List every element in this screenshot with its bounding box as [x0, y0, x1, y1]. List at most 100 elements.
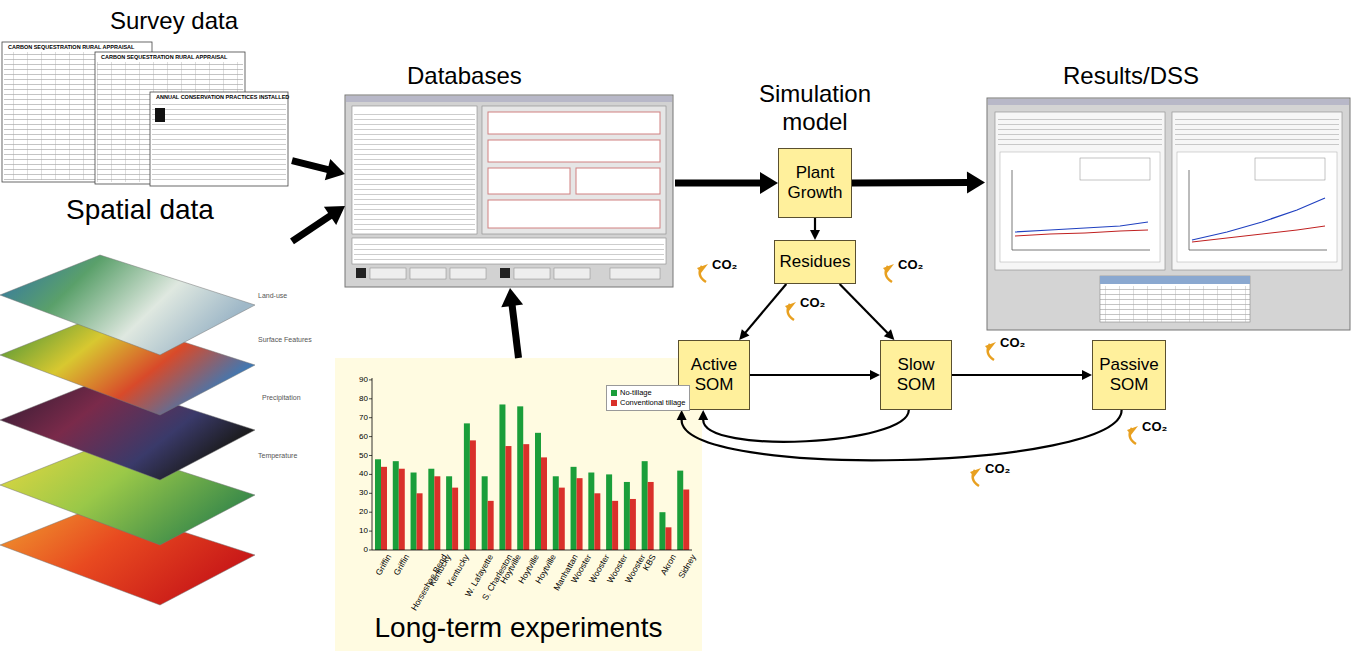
results-screenshot-part — [1192, 226, 1325, 242]
data-bar — [434, 476, 440, 550]
co2-release-arrows — [700, 266, 1136, 486]
axis-tick-label: 20 — [348, 507, 368, 516]
arrow-head — [698, 410, 708, 420]
arrow-head — [760, 172, 778, 194]
legend-swatch — [611, 390, 617, 396]
axis-tick — [369, 436, 372, 437]
box-label: Slow SOM — [885, 355, 947, 396]
data-bar — [417, 493, 423, 550]
box-label: Active SOM — [683, 355, 745, 396]
database-screenshot-part — [514, 268, 550, 279]
connector-arrow — [810, 218, 820, 240]
database-screenshot-part — [610, 268, 660, 279]
illustrated-source: Results/DSS — [985, 60, 1351, 332]
data-bar — [648, 482, 654, 550]
data-bar — [505, 446, 511, 550]
connector-arrow — [739, 284, 786, 340]
arrow-head — [1082, 370, 1092, 380]
database-screenshot-part — [500, 268, 510, 278]
arrow-head — [324, 206, 345, 225]
results-screenshot-part — [1192, 198, 1325, 240]
connector-line — [814, 218, 816, 232]
database-screenshot-part — [356, 268, 366, 278]
gas-label: CO₂ — [712, 258, 737, 273]
gas-label: CO₂ — [985, 462, 1010, 477]
co2-arrow-heads — [697, 264, 1138, 477]
illustration-caption: Survey data — [110, 7, 238, 35]
connector-line — [682, 410, 1122, 460]
data-bar — [482, 476, 488, 550]
layer-name: Surface Features — [258, 336, 312, 344]
chart-legend: No-tillageConventional tillage — [606, 385, 690, 411]
co2-arrow-heads-part — [883, 264, 894, 273]
data-bar — [446, 476, 452, 550]
data-bar — [541, 457, 547, 550]
data-bar — [683, 490, 689, 550]
connector-arrow — [501, 288, 523, 358]
axis-tick — [369, 531, 372, 532]
database-screenshot-part — [346, 96, 672, 102]
axis-tick-label: 40 — [348, 469, 368, 478]
process-box: Plant Growth — [778, 148, 852, 218]
connector-arrow — [750, 370, 880, 380]
axis-tick — [369, 550, 372, 551]
database-screenshot — [345, 95, 673, 287]
box-label: Passive SOM — [1097, 355, 1161, 396]
results-screenshot-part — [1012, 170, 1150, 250]
results-screenshot-part — [998, 116, 1162, 146]
arrow-head — [739, 329, 749, 340]
chart-panel — [335, 358, 702, 651]
form-heading: CARBON SEQUESTRATION RURAL APPRAISAL — [8, 44, 134, 50]
axis-tick — [369, 417, 372, 418]
results-screenshot-part — [1015, 230, 1148, 236]
gas-label: CO₂ — [898, 258, 923, 273]
connector-line — [512, 302, 519, 358]
arrow-head — [501, 288, 523, 307]
database-screenshot-part — [352, 238, 666, 264]
illustration-caption: Spatial data — [66, 194, 214, 226]
connector-line — [840, 284, 889, 334]
data-bar — [464, 423, 470, 550]
axis-tick — [369, 493, 372, 494]
axis-tick — [369, 398, 372, 399]
data-bar — [399, 469, 405, 550]
legend-swatch — [611, 400, 617, 406]
results-screenshot-part — [987, 98, 1350, 330]
database-screenshot-part — [370, 268, 406, 279]
database-screenshot-part — [354, 110, 475, 230]
illustrated-source: Databases — [345, 60, 675, 288]
data-bar — [606, 474, 612, 550]
database-screenshot-part — [554, 268, 590, 279]
box-label: Plant Growth — [783, 163, 847, 204]
database-screenshot-part — [410, 268, 446, 279]
axis-tick-label: 30 — [348, 488, 368, 497]
connector-line — [952, 374, 1084, 376]
axis-ticks — [369, 380, 372, 550]
data-bar — [677, 471, 683, 550]
data-bar — [517, 406, 523, 550]
database-screenshot-part — [488, 168, 570, 194]
connector-line — [750, 374, 872, 376]
form-heading: CARBON SEQUESTRATION RURAL APPRAISAL — [101, 54, 227, 60]
data-bar — [523, 444, 529, 550]
layer-name: Precipitation — [262, 394, 301, 402]
database-screenshot-part — [482, 106, 666, 234]
data-bar — [470, 440, 476, 550]
form-heading: ANNUAL CONSERVATION PRACTICES INSTALLED — [156, 94, 289, 100]
axis-tick-label: 0 — [348, 545, 368, 554]
category-label: Sidney — [677, 553, 698, 580]
survey-forms-part — [155, 108, 165, 122]
arrow-head — [870, 370, 880, 380]
co2-arrow-heads-part — [985, 342, 996, 351]
connector-arrow — [952, 370, 1092, 380]
category-label: Griffin — [374, 553, 394, 577]
gas-label: CO₂ — [1142, 420, 1167, 435]
layer-name: Land-use — [258, 292, 287, 300]
axis-tick — [369, 474, 372, 475]
data-bar — [381, 467, 387, 550]
data-bar — [571, 467, 577, 550]
chart-panel-part — [335, 358, 702, 651]
database-screenshot-part — [488, 112, 660, 134]
layer-name: Temperature — [258, 452, 297, 460]
database-screenshot-part — [345, 95, 673, 287]
